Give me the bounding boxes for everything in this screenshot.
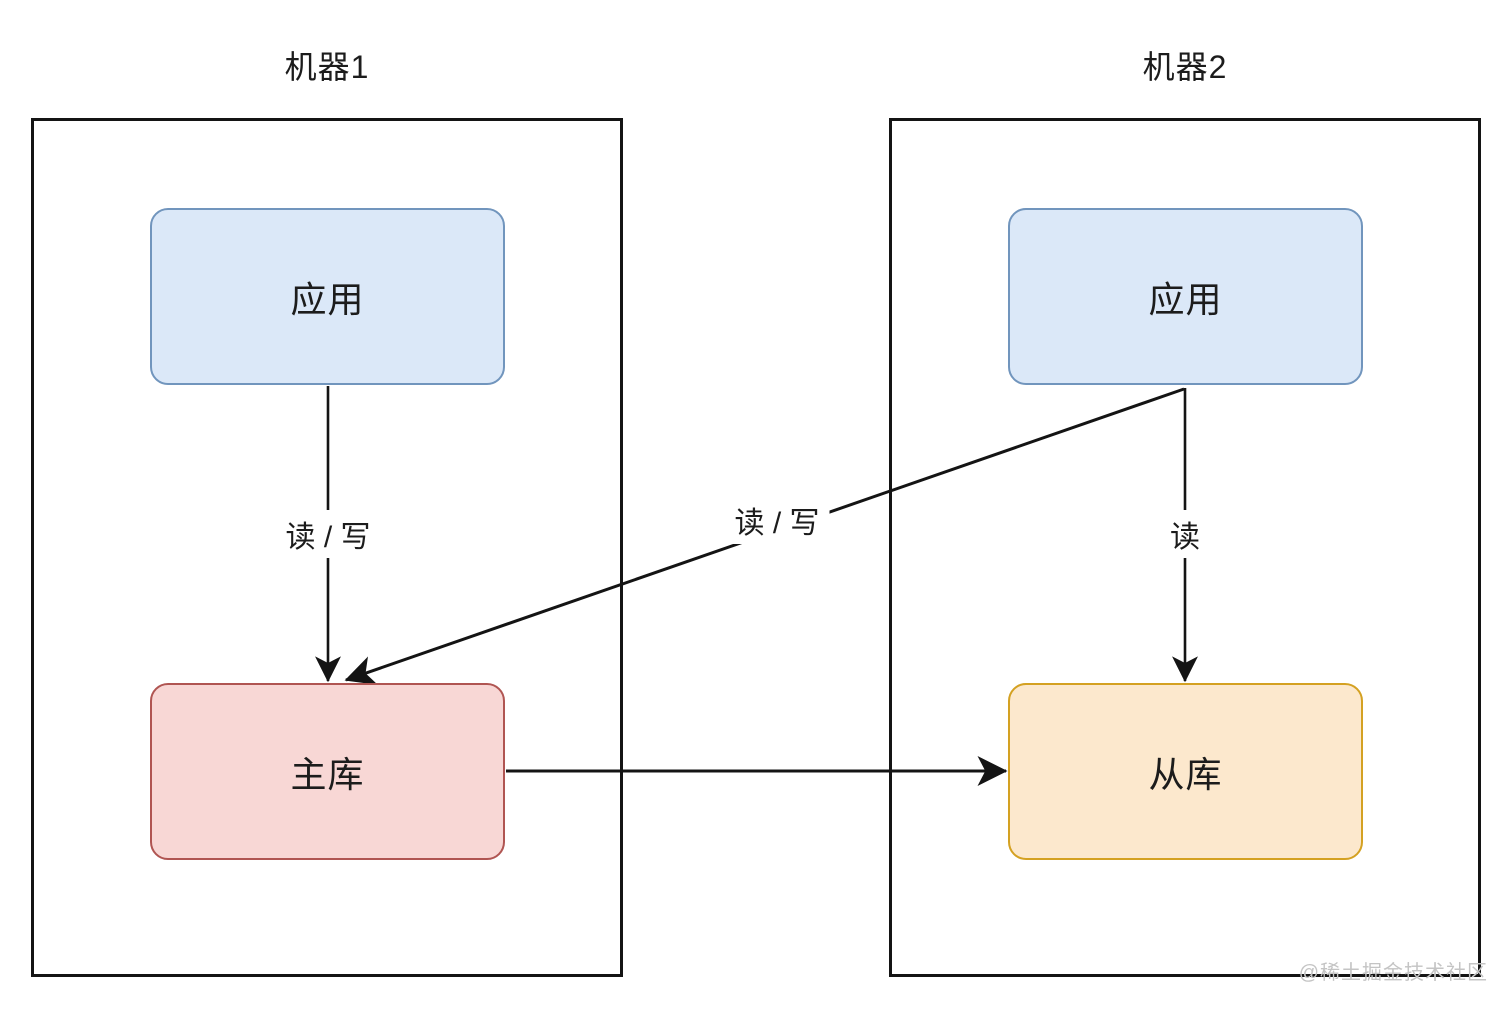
node-machine2-app: 应用: [1008, 208, 1363, 385]
machine2-title: 机器2: [1142, 49, 1228, 85]
watermark-text: @稀土掘金技术社区: [1298, 962, 1488, 984]
machine1-frame: [31, 118, 623, 977]
edge-label-read-write-cross: 读 / 写: [724, 496, 830, 544]
machine1-title: 机器1: [284, 49, 370, 85]
edge-label-read-m2: 读: [1160, 510, 1210, 558]
edge-label-read-write-m1: 读 / 写: [275, 510, 381, 558]
node-machine1-app: 应用: [150, 208, 505, 385]
node-machine1-master-db: 主库: [150, 683, 505, 860]
machine2-frame: [889, 118, 1481, 977]
node-machine2-slave-db: 从库: [1008, 683, 1363, 860]
